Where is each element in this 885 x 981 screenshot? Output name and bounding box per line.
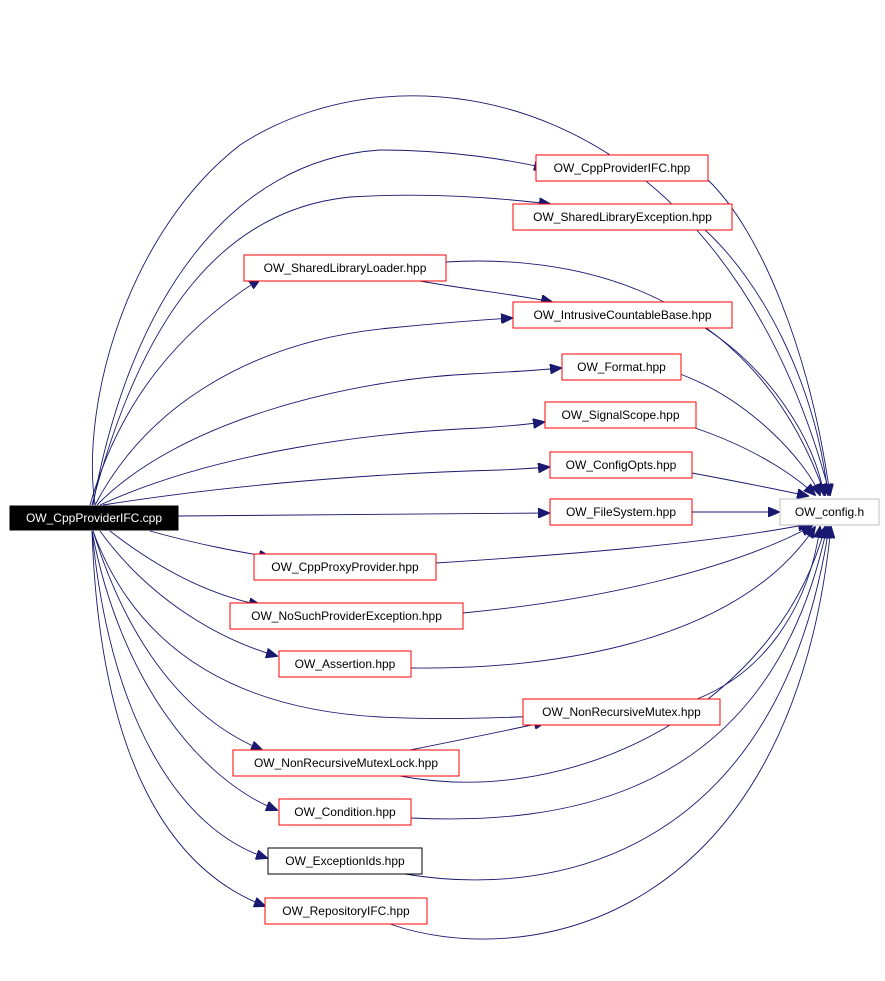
edge-root-nosuchprov: [109, 530, 260, 605]
edge-assertion-config: [410, 527, 815, 669]
node-box: [522, 698, 721, 726]
node-label: OW_NonRecursiveMutexLock.hpp: [254, 756, 438, 770]
edge-sharedlibloader-config: [445, 260, 825, 495]
node-box: [253, 553, 437, 581]
edge-cppprovideripc-config: [707, 179, 830, 495]
edge-nosuchprov-config: [462, 526, 812, 614]
node-config[interactable]: OW_config.h: [779, 498, 880, 526]
edge-nrmutexlock-nrmutex: [409, 722, 545, 751]
edge-root-signalscope: [99, 422, 544, 506]
node-label: OW_CppProxyProvider.hpp: [271, 560, 419, 574]
node-label: OW_Condition.hpp: [294, 805, 396, 819]
node-box: [278, 798, 412, 826]
node-box: [232, 749, 460, 777]
node-box: [549, 498, 693, 526]
edge-root-config: [92, 95, 830, 506]
edge-root-intrusive: [94, 318, 512, 506]
node-box: [243, 254, 447, 282]
edge-sharedlibexc-config: [704, 229, 828, 495]
node-box: [535, 154, 709, 182]
node-assertion[interactable]: OW_Assertion.hpp: [278, 650, 412, 678]
node-label: OW_RepositoryIFC.hpp: [282, 904, 410, 918]
node-label: OW_SignalScope.hpp: [561, 408, 679, 422]
node-cppprovideripc[interactable]: OW_CppProviderIFC.hpp: [535, 154, 709, 182]
edge-root-assertion: [99, 530, 277, 656]
node-exceptionids[interactable]: OW_ExceptionIds.hpp: [267, 847, 423, 875]
node-box: [561, 353, 682, 381]
node-label: OW_ExceptionIds.hpp: [285, 854, 405, 868]
node-box: [544, 401, 697, 429]
node-root: OW_CppProviderIFC.cpp: [9, 505, 179, 531]
edge-cppproxy-config: [435, 524, 809, 564]
node-label: OW_SharedLibraryException.hpp: [533, 210, 712, 224]
edge-condition-config: [410, 527, 827, 820]
node-box: [229, 602, 464, 630]
node-box: [278, 650, 412, 678]
edge-root-nrmutex: [92, 530, 540, 719]
node-label: OW_config.h: [795, 505, 864, 519]
node-label: OW_IntrusiveCountableBase.hpp: [533, 308, 711, 322]
edge-root-cppproxy: [149, 530, 270, 557]
node-format[interactable]: OW_Format.hpp: [561, 353, 682, 381]
node-box: [9, 505, 179, 531]
node-nosuchprov[interactable]: OW_NoSuchProviderException.hpp: [229, 602, 464, 630]
node-label: OW_ConfigOpts.hpp: [566, 458, 677, 472]
edge-sharedlibloader-intrusive: [419, 280, 552, 302]
node-filesystem[interactable]: OW_FileSystem.hpp: [549, 498, 693, 526]
node-cppproxy[interactable]: OW_CppProxyProvider.hpp: [253, 553, 437, 581]
edge-root-format: [96, 368, 561, 506]
node-sharedlibexc[interactable]: OW_SharedLibraryException.hpp: [512, 203, 733, 231]
node-signalscope[interactable]: OW_SignalScope.hpp: [544, 401, 697, 429]
edge-root-cppprovideripc: [92, 149, 545, 506]
node-box: [512, 301, 733, 329]
node-configopts[interactable]: OW_ConfigOpts.hpp: [549, 451, 693, 479]
node-label: OW_CppProviderIFC.cpp: [26, 511, 162, 525]
node-box: [512, 203, 733, 231]
node-condition[interactable]: OW_Condition.hpp: [278, 798, 412, 826]
node-label: OW_FileSystem.hpp: [566, 505, 676, 519]
node-label: OW_NoSuchProviderException.hpp: [251, 609, 442, 623]
node-repositoryifc[interactable]: OW_RepositoryIFC.hpp: [264, 897, 428, 925]
nodes-layer: OW_CppProviderIFC.cpp OW_CppProviderIFC.h…: [9, 154, 880, 925]
edge-root-exceptionids: [91, 530, 267, 858]
node-label: OW_CppProviderIFC.hpp: [554, 161, 691, 175]
edge-root-sharedlibloader: [89, 279, 260, 506]
edge-nrmutexlock-config: [399, 527, 825, 783]
node-intrusive[interactable]: OW_IntrusiveCountableBase.hpp: [512, 301, 733, 329]
node-sharedlibloader[interactable]: OW_SharedLibraryLoader.hpp: [243, 254, 447, 282]
edge-root-configopts: [102, 467, 549, 506]
edge-root-repositoryifc: [91, 530, 265, 906]
edge-nrmutex-config: [696, 527, 820, 700]
edge-root-nrmutexlock: [92, 530, 262, 750]
node-label: OW_Format.hpp: [577, 360, 666, 374]
node-box: [549, 451, 693, 479]
edge-root-condition: [91, 530, 277, 810]
node-label: OW_SharedLibraryLoader.hpp: [264, 261, 427, 275]
edge-configopts-config: [691, 472, 808, 496]
node-label: OW_NonRecursiveMutex.hpp: [542, 705, 701, 719]
edge-root-filesystem: [177, 513, 549, 516]
node-nrmutex[interactable]: OW_NonRecursiveMutex.hpp: [522, 698, 721, 726]
edge-exceptionids-config: [404, 527, 829, 881]
edge-intrusive-config: [704, 327, 824, 495]
node-box: [264, 897, 428, 925]
edge-repositoryifc-config: [389, 527, 831, 940]
node-box: [779, 498, 880, 526]
edge-root-sharedlibexc: [91, 194, 550, 506]
edges-layer: [89, 95, 831, 940]
node-nrmutexlock[interactable]: OW_NonRecursiveMutexLock.hpp: [232, 749, 460, 777]
node-box: [267, 847, 423, 875]
node-label: OW_Assertion.hpp: [295, 657, 396, 671]
edge-format-config: [679, 373, 820, 495]
